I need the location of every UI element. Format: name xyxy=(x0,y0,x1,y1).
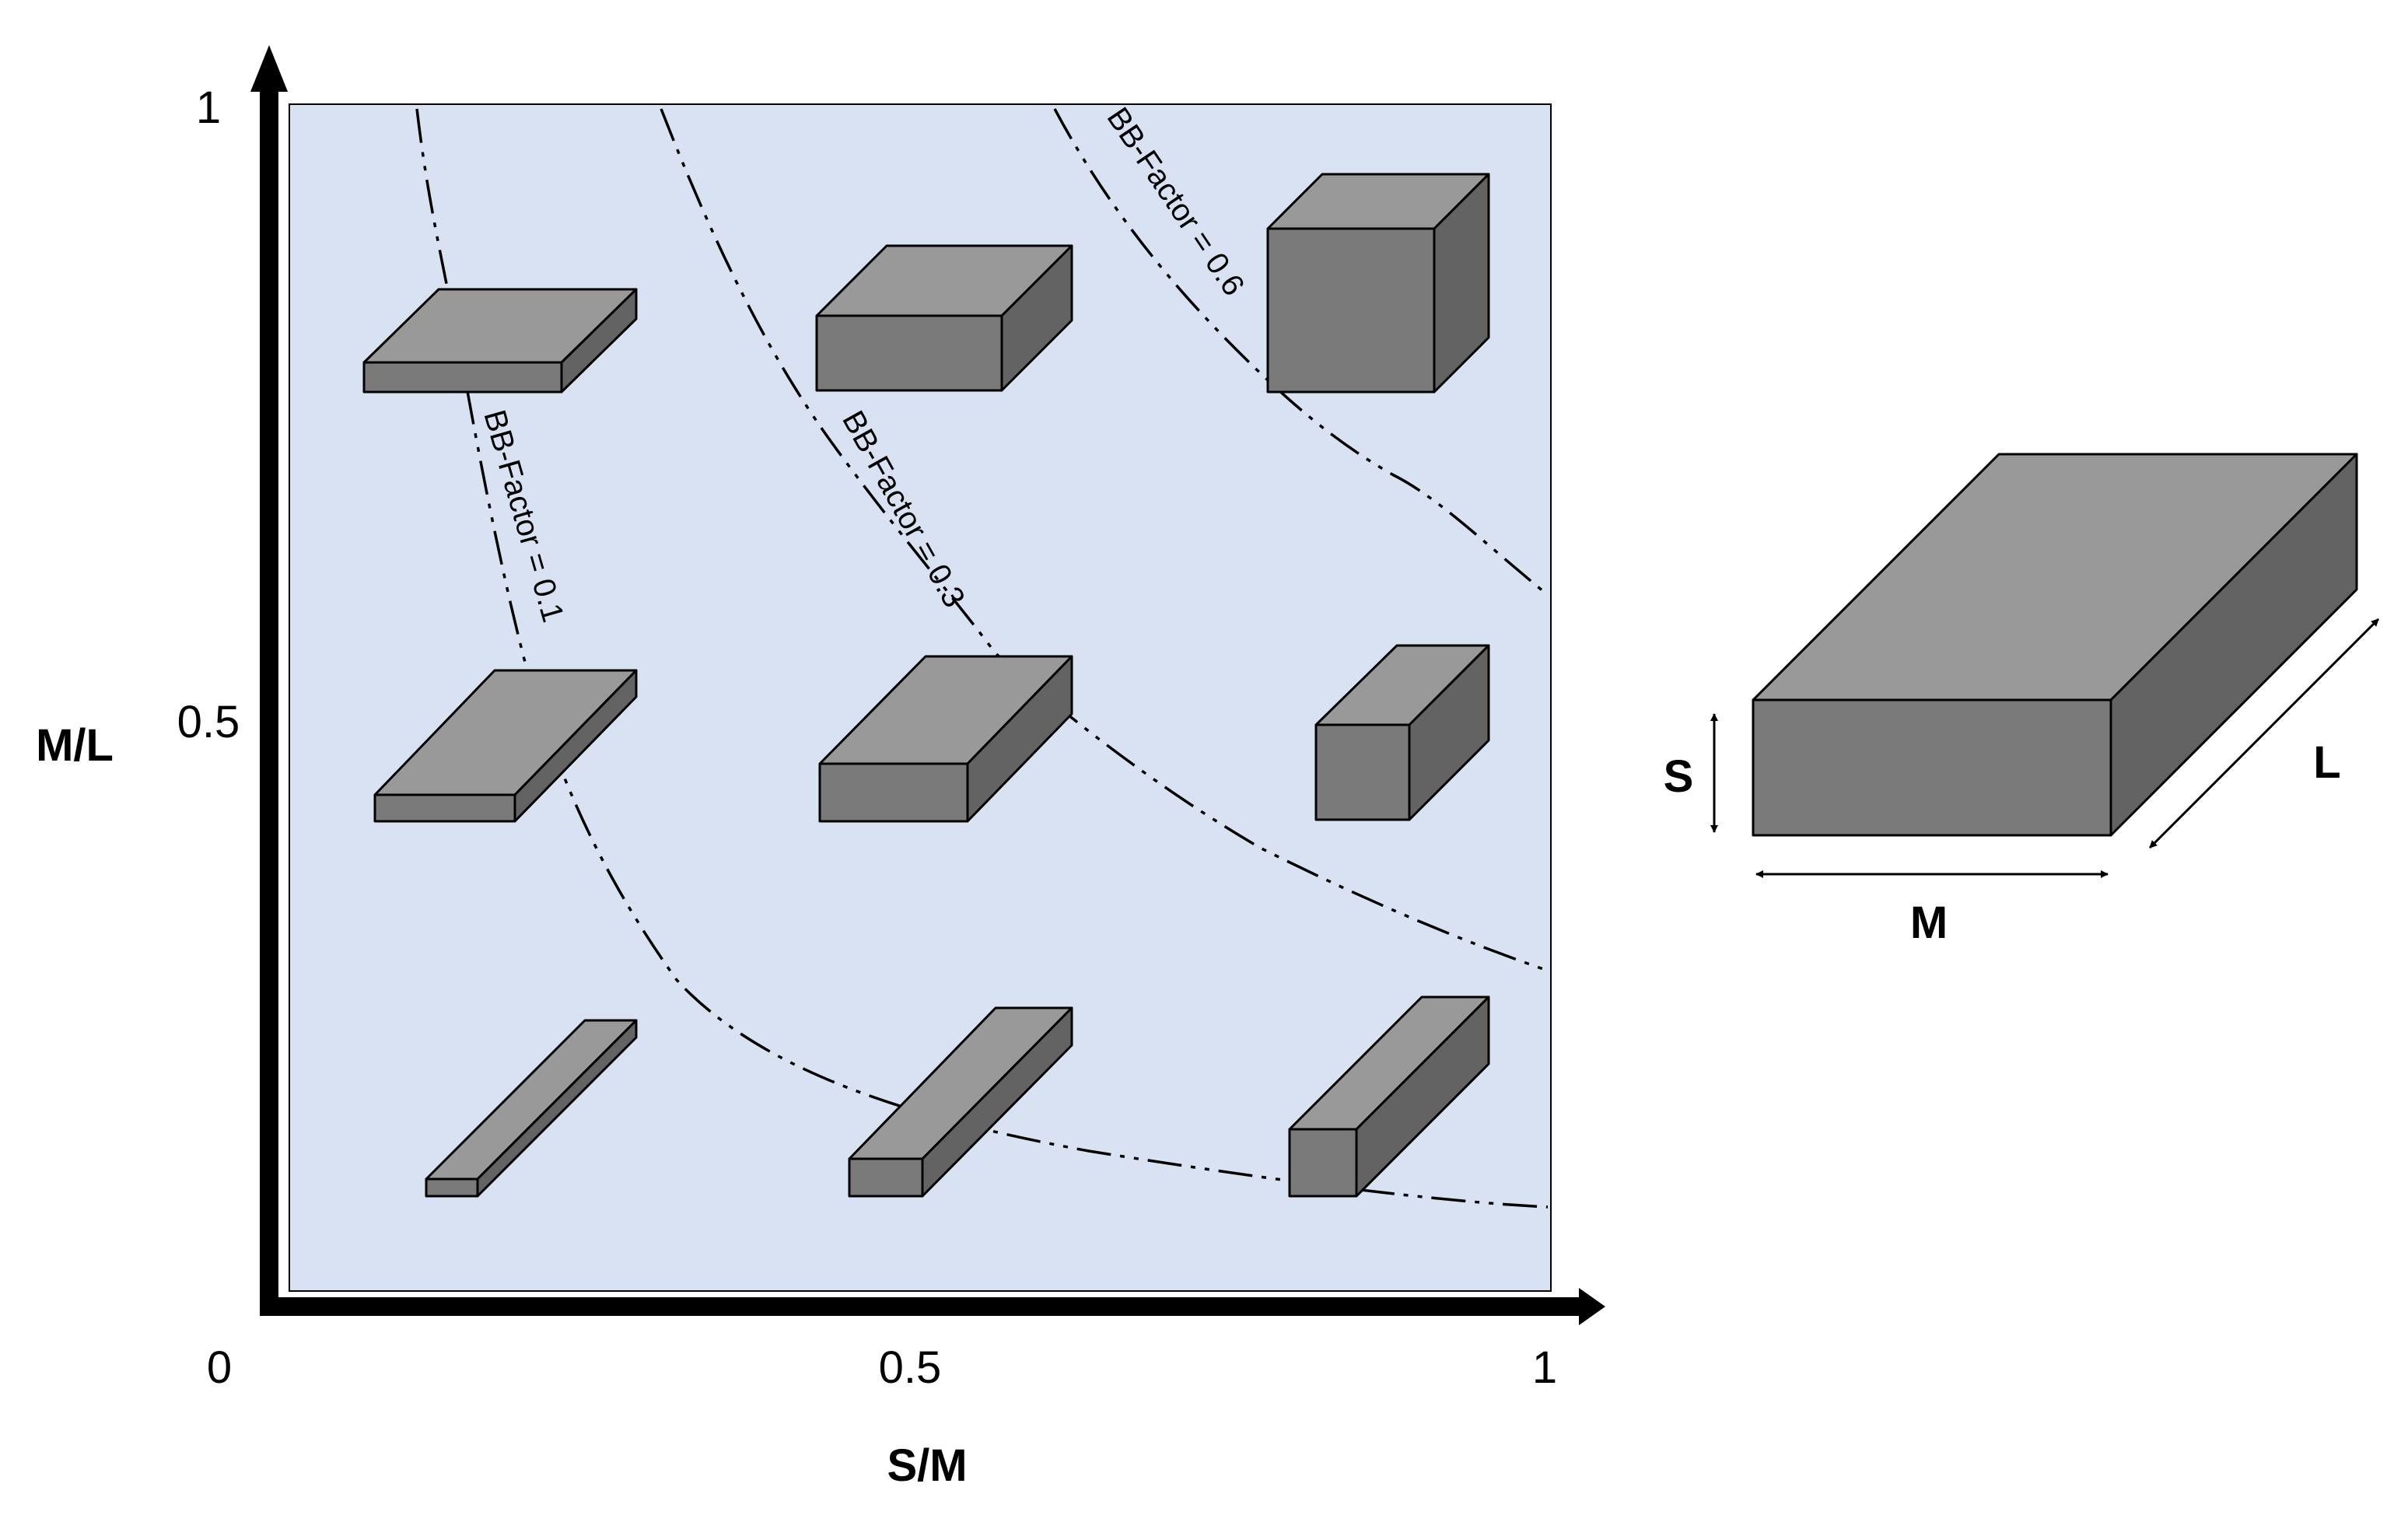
y-axis-arrow xyxy=(250,45,288,92)
box-long-prism xyxy=(1314,644,1490,821)
y-axis-title: M/L xyxy=(36,720,114,771)
bb-factor-0.3-curve xyxy=(660,108,1549,972)
y-axis-line xyxy=(260,87,278,1316)
s-dimension-label: S xyxy=(1664,751,1694,802)
m-dimension-label: M xyxy=(1910,897,1948,948)
dimension-arrows xyxy=(1710,618,2380,878)
l-dimension-arrow xyxy=(2148,618,2380,849)
box-long-slab xyxy=(818,655,1073,823)
x-axis-line xyxy=(260,1297,1582,1316)
box-thin-rod xyxy=(425,1019,638,1198)
x-tick-1: 1 xyxy=(1532,1342,1557,1393)
y-tick-1: 1 xyxy=(196,82,221,133)
x-tick-0.5: 0.5 xyxy=(879,1342,942,1393)
axes xyxy=(250,45,1605,1325)
reference-box xyxy=(1752,453,2358,837)
box-flat-slab xyxy=(815,244,1073,392)
box-cube xyxy=(1266,173,1490,394)
l-dimension-label: L xyxy=(2313,737,2340,788)
box-flat-plate-small xyxy=(362,288,638,394)
box-long-plate xyxy=(373,669,638,823)
x-tick-0: 0 xyxy=(207,1342,232,1393)
box-square-rod xyxy=(1288,995,1490,1198)
x-axis-title: S/M xyxy=(887,1440,967,1491)
x-axis-arrow xyxy=(1579,1288,1605,1325)
box-bar xyxy=(848,1006,1073,1198)
bb-factor-0.6-curve xyxy=(1053,108,1549,597)
y-tick-0.5: 0.5 xyxy=(177,697,240,747)
